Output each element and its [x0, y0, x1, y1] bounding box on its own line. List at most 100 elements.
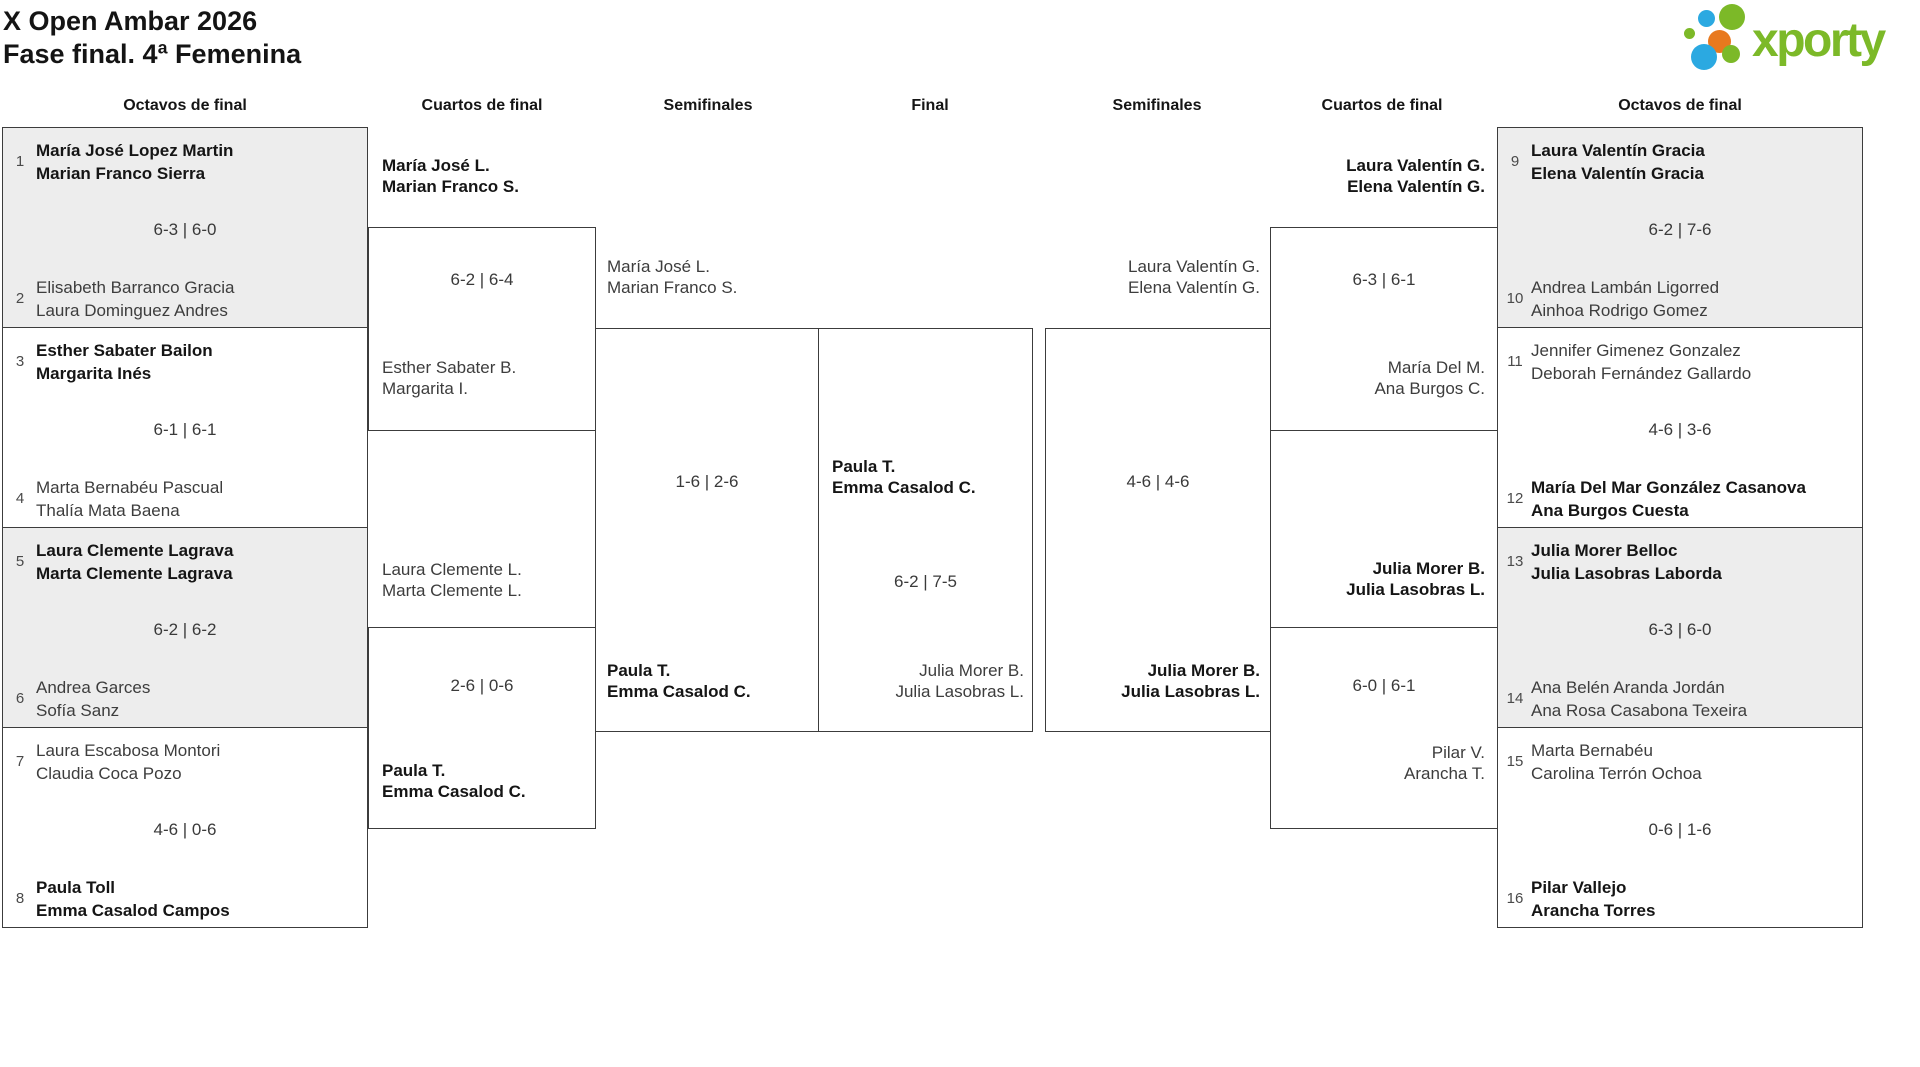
match-score: 0-6 | 1-6 — [1648, 820, 1712, 839]
player-name: Andrea Garces — [36, 678, 151, 697]
player-name: Margarita I. — [382, 379, 468, 398]
logo-dot-icon — [1722, 45, 1740, 63]
team-entry: Pilar Vallejo Arancha Torres — [1531, 876, 1655, 922]
player-name: María José L. — [382, 156, 490, 175]
page-title-line1: X Open Ambar 2026 — [3, 6, 258, 36]
match-box-3-4: 3 Esther Sabater Bailon Margarita Inés 6… — [2, 327, 368, 528]
player-name: María Del Mar González Casanova — [1531, 478, 1806, 497]
qf-right-1-bottom-team: María Del M. Ana Burgos C. — [1272, 357, 1485, 399]
player-name: Marian Franco Sierra — [36, 164, 206, 183]
player-name: Pilar V. — [1431, 743, 1485, 762]
seed-number: 11 — [1507, 353, 1523, 370]
logo-dot-icon — [1719, 4, 1745, 30]
player-name: Carolina Terrón Ochoa — [1531, 764, 1702, 783]
sf-right-bottom-team: Julia Morer B. Julia Lasobras L. — [1047, 660, 1260, 702]
round-header-semis-left: Semifinales — [663, 97, 753, 114]
player-name: Paula T. — [832, 457, 896, 476]
player-name: Laura Clemente L. — [382, 560, 522, 579]
player-name: Emma Casalod Campos — [36, 901, 230, 920]
player-name: Claudia Coca Pozo — [36, 764, 182, 783]
player-name: Esther Sabater B. — [382, 358, 517, 377]
player-name: María José Lopez Martin — [36, 141, 234, 160]
match-box-13-14: 13 Julia Morer Belloc Julia Lasobras Lab… — [1497, 527, 1863, 728]
player-name: María José L. — [607, 257, 710, 276]
final-score: 6-2 | 7-5 — [893, 572, 957, 591]
team-entry: Andrea Garces Sofía Sanz — [36, 676, 150, 722]
sf-right-score: 4-6 | 4-6 — [1126, 472, 1190, 491]
player-name: Margarita Inés — [36, 364, 152, 383]
player-name: Ana Belén Aranda Jordán — [1531, 678, 1725, 697]
player-name: Ana Rosa Casabona Texeira — [1531, 701, 1748, 720]
player-name: Julia Lasobras L. — [1346, 580, 1485, 599]
player-name: Sofía Sanz — [36, 701, 120, 720]
player-name: Elisabeth Barranco Gracia — [36, 278, 235, 297]
player-name: Andrea Lambán Ligorred — [1531, 278, 1720, 297]
qf-left-1-score: 6-2 | 6-4 — [450, 270, 514, 289]
player-name: Pilar Vallejo — [1531, 878, 1627, 897]
qf-right-2-bottom-team: Pilar V. Arancha T. — [1272, 742, 1485, 784]
player-name: Emma Casalod C. — [382, 782, 526, 801]
team-entry: Marta Bernabéu Carolina Terrón Ochoa — [1531, 739, 1702, 785]
match-box-11-12: 11 Jennifer Gimenez Gonzalez Deborah Fer… — [1497, 327, 1863, 528]
player-name: Elena Valentín G. — [1128, 278, 1260, 297]
final-bottom-team: Julia Morer B. Julia Lasobras L. — [818, 660, 1024, 702]
seed-number: 14 — [1506, 690, 1524, 707]
logo-dot-icon — [1698, 10, 1715, 27]
player-name: Laura Valentín G. — [1128, 257, 1260, 276]
player-name: Julia Lasobras L. — [895, 682, 1024, 701]
team-entry: María José Lopez Martin Marian Franco Si… — [36, 139, 233, 185]
match-box-15-16: 15 Marta Bernabéu Carolina Terrón Ochoa … — [1497, 727, 1863, 928]
team-entry: Paula Toll Emma Casalod Campos — [36, 876, 230, 922]
team-entry: Julia Morer Belloc Julia Lasobras Labord… — [1531, 539, 1722, 585]
player-name: Paula T. — [607, 661, 671, 680]
seed-number: 10 — [1506, 290, 1524, 307]
seed-number: 12 — [1506, 490, 1524, 507]
round-header-cuartos-left: Cuartos de final — [421, 97, 543, 114]
seed-number: 5 — [15, 553, 25, 570]
match-score: 4-6 | 3-6 — [1648, 420, 1712, 439]
player-name: Julia Morer B. — [1147, 661, 1260, 680]
qf-left-2-top-team: Laura Clemente L. Marta Clemente L. — [382, 559, 522, 601]
seed-number: 3 — [15, 353, 25, 370]
seed-number: 2 — [15, 290, 25, 307]
player-name: Julia Morer B. — [919, 661, 1024, 680]
player-name: Ana Burgos Cuesta — [1531, 501, 1689, 520]
player-name: Ainhoa Rodrigo Gomez — [1531, 301, 1708, 320]
seed-number: 8 — [15, 890, 25, 907]
seed-number: 6 — [15, 690, 25, 707]
player-name: Julia Morer B. — [1372, 559, 1485, 578]
player-name: Marian Franco S. — [382, 177, 519, 196]
sf-left-top-team: María José L. Marian Franco S. — [607, 256, 737, 298]
final-top-team: Paula T. Emma Casalod C. — [832, 456, 976, 498]
round-header-final: Final — [911, 97, 949, 114]
player-name: María Del M. — [1387, 358, 1485, 377]
player-name: Laura Dominguez Andres — [36, 301, 228, 320]
qf-right-1-box — [1270, 227, 1498, 431]
player-name: Emma Casalod C. — [607, 682, 751, 701]
player-name: Paula T. — [382, 761, 446, 780]
match-score: 6-2 | 7-6 — [1648, 220, 1712, 239]
player-name: Laura Valentín Gracia — [1531, 141, 1705, 160]
logo-dot-icon — [1684, 28, 1695, 39]
seed-number: 16 — [1506, 890, 1524, 907]
player-name: Laura Escabosa Montori — [36, 741, 221, 760]
qf-right-2-top-team: Julia Morer B. Julia Lasobras L. — [1272, 558, 1485, 600]
team-entry: María Del Mar González Casanova Ana Burg… — [1531, 476, 1806, 522]
player-name: Julia Morer Belloc — [1531, 541, 1678, 560]
qf-right-1-top-team: Laura Valentín G. Elena Valentín G. — [1272, 155, 1485, 197]
seed-number: 9 — [1510, 153, 1520, 170]
qf-right-2-score: 6-0 | 6-1 — [1352, 676, 1416, 695]
team-entry: Laura Escabosa Montori Claudia Coca Pozo — [36, 739, 220, 785]
round-header-octavos-left: Octavos de final — [123, 97, 247, 114]
player-name: Arancha T. — [1404, 764, 1485, 783]
round-header-semis-right: Semifinales — [1112, 97, 1202, 114]
sf-left-score: 1-6 | 2-6 — [675, 472, 739, 491]
logo-dot-icon — [1691, 44, 1717, 70]
qf-left-2-score: 2-6 | 0-6 — [450, 676, 514, 695]
round-header-octavos-right: Octavos de final — [1618, 97, 1742, 114]
qf-left-1-top-team: María José L. Marian Franco S. — [382, 155, 519, 197]
player-name: Julia Lasobras L. — [1121, 682, 1260, 701]
sf-right-box — [1045, 328, 1271, 732]
player-name: Marta Bernabéu Pascual — [36, 478, 224, 497]
player-name: Ana Burgos C. — [1374, 379, 1485, 398]
